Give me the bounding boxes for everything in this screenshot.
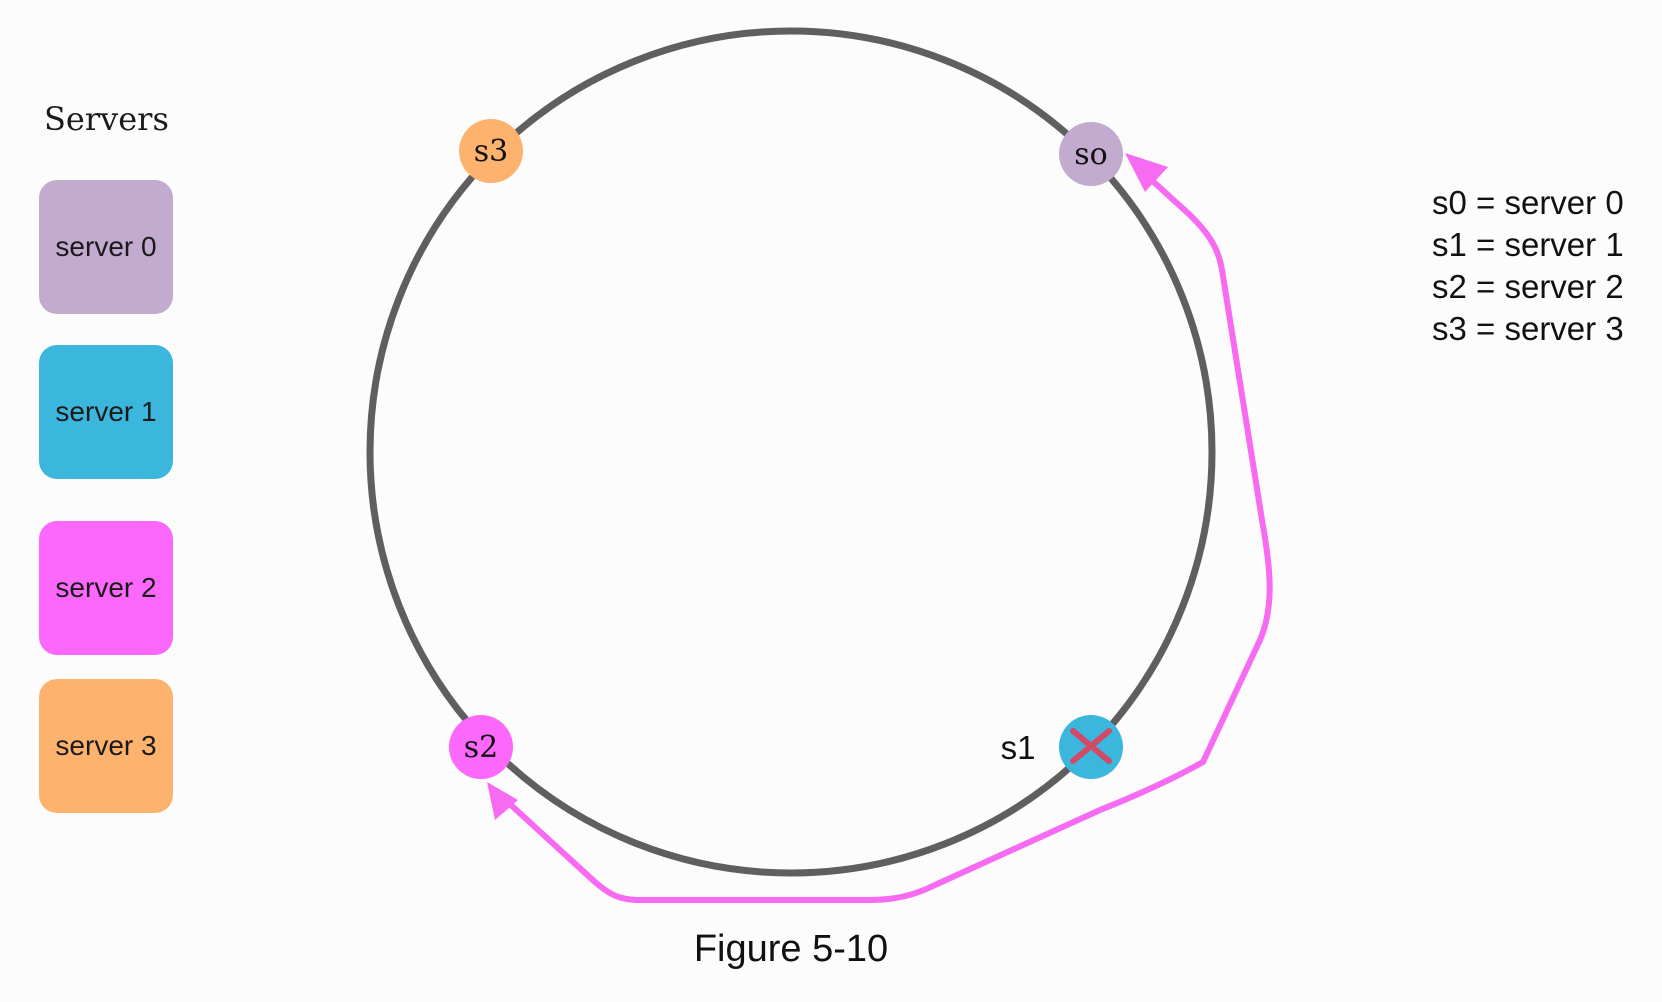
legend: s0 = server 0 s1 = server 1 s2 = server … — [1432, 182, 1624, 350]
server-1-box: server 1 — [39, 345, 173, 479]
ring-node-s0: so — [1059, 122, 1123, 186]
figure-caption: Figure 5-10 — [693, 928, 889, 970]
redistribution-arrow-to-s0 — [1132, 162, 1273, 765]
server-2-box: server 2 — [39, 521, 173, 655]
ring-node-s3-label: s3 — [474, 134, 508, 169]
ring-node-s3: s3 — [459, 119, 523, 183]
servers-title: Servers — [44, 100, 169, 138]
ring-node-s2-label: s2 — [464, 730, 498, 765]
redistribution-arrow-to-s2 — [497, 759, 1206, 903]
ring-node-s2-marker — [449, 715, 513, 779]
arrowhead-s0-icon — [1125, 153, 1168, 192]
ring-node-s2: s2 — [449, 715, 513, 779]
legend-item-s2: s2 = server 2 — [1432, 268, 1624, 305]
legend-item-s1: s1 = server 1 — [1432, 226, 1624, 263]
server-3-box: server 3 — [39, 679, 173, 813]
server-0-box: server 0 — [39, 180, 173, 314]
ring-node-s0-marker — [1059, 122, 1123, 186]
legend-item-s0: s0 = server 0 — [1432, 184, 1624, 221]
arrowhead-s2-icon — [487, 782, 518, 820]
legend-item-s3: s3 = server 3 — [1432, 310, 1624, 347]
ring-node-s3-marker — [459, 119, 523, 183]
ring-node-s1-label: s1 — [1001, 729, 1036, 766]
ring-node-s0-label: so — [1074, 137, 1107, 172]
hash-ring — [366, 27, 1216, 877]
removed-x-icon — [1070, 728, 1112, 764]
ring-node-s1: s1 — [1001, 715, 1123, 779]
